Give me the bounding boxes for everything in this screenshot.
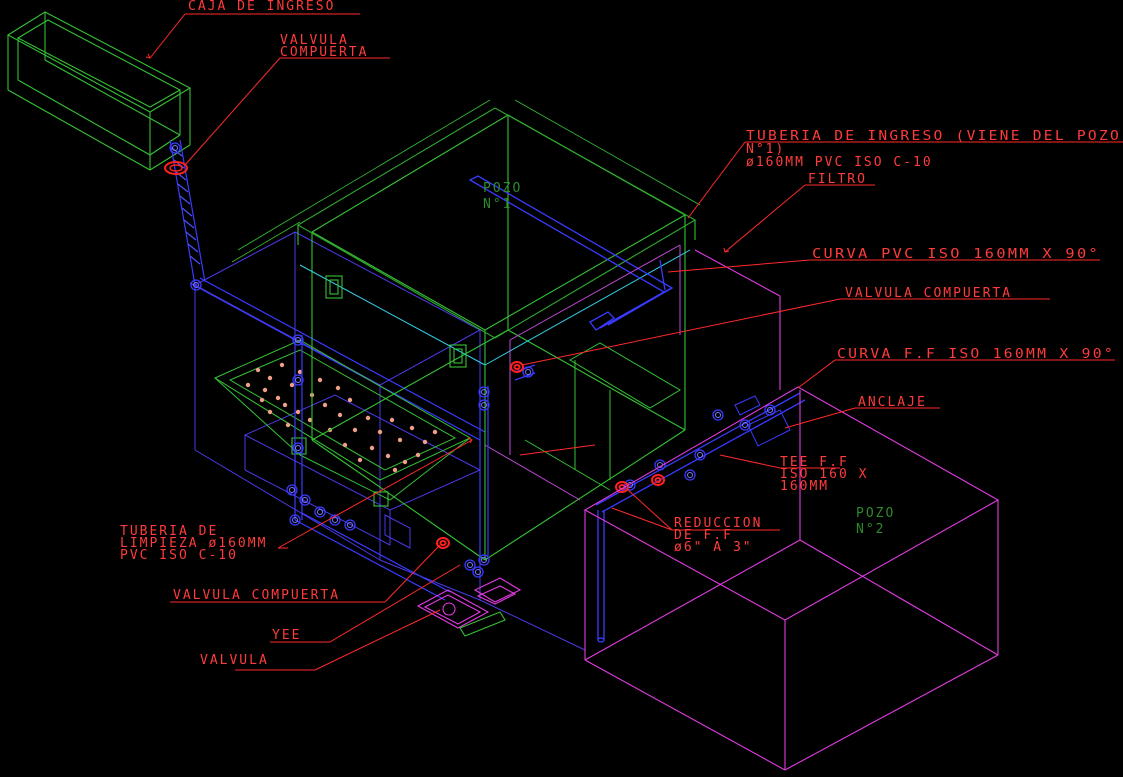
label-reduccion-1: REDUCCION	[674, 516, 762, 531]
label-valvula-compuerta-right: VALVULA COMPUERTA	[845, 286, 1012, 301]
pozo-1-cyan-edges	[299, 249, 691, 366]
label-reduccion-2: DE F.F	[674, 528, 733, 543]
pozo-1-inlet-tube	[468, 175, 674, 331]
label-valvula-compuerta-top-2: COMPUERTA	[280, 45, 368, 60]
inlet-pipe	[169, 139, 486, 441]
filter-hopper	[213, 339, 472, 501]
drain-pipes	[294, 335, 489, 601]
label-valvula: VALVULA	[200, 653, 269, 668]
label-curva-pvc: CURVA PVC ISO 160MM X 90°	[812, 247, 1100, 262]
pozo-2-box	[583, 249, 1000, 771]
filter-media-particles	[245, 362, 438, 473]
leader-lines	[145, 13, 1123, 671]
label-pozo-1-line2: N°1	[483, 197, 512, 212]
inlet-valve-fitting	[164, 142, 202, 291]
label-yee: YEE	[272, 628, 301, 643]
label-reduccion-3: ø6" A 3"	[674, 540, 753, 555]
anclaje-block	[734, 395, 791, 447]
red-valves	[436, 361, 665, 549]
label-tee-ff-2: ISO 160 X	[780, 467, 868, 482]
label-valvula-compuerta-bottom: VALVULA COMPUERTA	[173, 588, 340, 603]
label-pozo-2-line1: POZO	[856, 506, 895, 521]
label-tuberia-ingreso-2: N°1)	[746, 142, 785, 157]
dimension-lines	[231, 99, 701, 263]
label-curva-ff: CURVA F.F ISO 160MM X 90°	[837, 347, 1115, 362]
label-tuberia-limpieza-3: PVC ISO C-10	[120, 548, 238, 563]
label-pozo-1-line1: POZO	[483, 181, 522, 196]
pozo-1-inner-green	[524, 342, 681, 491]
label-tee-ff-1: TEE F.F	[780, 455, 849, 470]
pozo-1-inner-wall	[484, 244, 681, 501]
label-filtro: FILTRO	[808, 172, 867, 187]
label-tuberia-limpieza-2: LIMPIEZA ø160MM	[120, 536, 267, 551]
right-fittings	[522, 366, 776, 491]
label-valvula-compuerta-top-1: VALVULA	[280, 33, 349, 48]
label-caja-ingreso: CAJA DE INGRESO	[188, 0, 335, 14]
green-fittings	[291, 275, 467, 507]
label-tuberia-ingreso-3: ø160MM PVC ISO C-10	[746, 155, 933, 170]
caja-ingreso-box	[6, 11, 192, 171]
label-tee-ff-3: 160MM	[780, 479, 829, 494]
pozo-1-box	[296, 107, 697, 561]
outlet-base	[416, 577, 522, 637]
right-pipe-run	[514, 364, 806, 643]
label-tuberia-limpieza-1: TUBERIA DE	[120, 524, 218, 539]
label-tuberia-ingreso-1: TUBERIA DE INGRESO (VIENE DEL POZO	[746, 129, 1121, 144]
label-anclaje: ANCLAJE	[858, 395, 927, 410]
label-pozo-2-line2: N°2	[856, 522, 885, 537]
